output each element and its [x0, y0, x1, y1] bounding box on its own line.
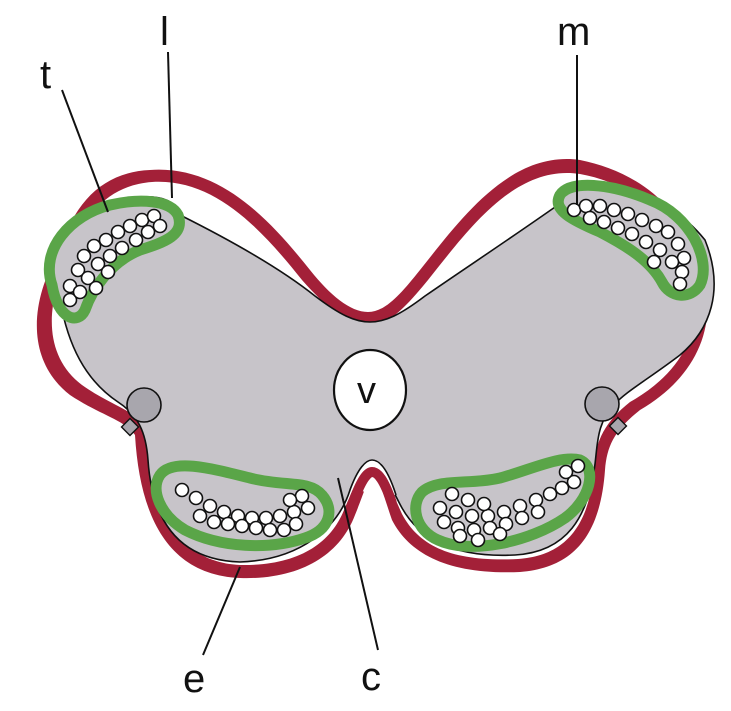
fiber-circle [434, 502, 447, 515]
fiber-circle [78, 250, 91, 263]
fiber-circle [446, 488, 459, 501]
fiber-circle [116, 242, 129, 255]
label-l: l [160, 10, 169, 54]
leader-line-t [62, 90, 108, 212]
fiber-circle [222, 518, 235, 531]
fiber-circle [676, 266, 689, 279]
fiber-circle [466, 510, 479, 523]
fiber-circle [288, 506, 301, 519]
fiber-circle [142, 226, 155, 239]
fiber-circle [612, 222, 625, 235]
fiber-circle [640, 236, 653, 249]
fiber-circle [208, 516, 221, 529]
fiber-circle [274, 510, 287, 523]
label-c: c [361, 655, 381, 699]
fiber-circle [74, 286, 87, 299]
fiber-circle [90, 282, 103, 295]
fiber-circle [482, 510, 495, 523]
fiber-circle [672, 238, 685, 251]
fiber-circle [648, 256, 661, 269]
fiber-circle [190, 492, 203, 505]
label-t: t [40, 53, 51, 97]
fiber-circle [154, 220, 167, 233]
label-v: v [357, 370, 376, 412]
fiber-circle [478, 498, 491, 511]
fiber-circle [498, 506, 511, 519]
fiber-circle [594, 200, 607, 213]
fiber-circle [236, 520, 249, 533]
fiber-circle [124, 220, 137, 233]
fiber-circle [654, 244, 667, 257]
fiber-circle [650, 220, 663, 233]
fiber-circle [608, 204, 621, 217]
fiber-circle [516, 512, 529, 525]
fiber-circle [302, 502, 315, 515]
label-m: m [557, 10, 590, 54]
fiber-circle [560, 466, 573, 479]
fiber-circle [568, 204, 581, 217]
fiber-circle [678, 252, 691, 265]
fiber-circle [530, 494, 543, 507]
fiber-circle [580, 200, 593, 213]
fiber-circle [278, 524, 291, 537]
fiber-circle [556, 482, 569, 495]
fiber-circle [194, 510, 207, 523]
fiber-circle [514, 500, 527, 513]
fiber-circle [296, 490, 309, 503]
fiber-circle [454, 530, 467, 543]
fiber-circle [666, 256, 679, 269]
fiber-circle [626, 228, 639, 241]
fiber-circle [112, 226, 125, 239]
fiber-circle [260, 512, 273, 525]
fiber-circle [532, 506, 545, 519]
fiber-circle [674, 278, 687, 291]
fiber-circle [662, 226, 675, 239]
fiber-circle [264, 524, 277, 537]
fiber-circle [622, 208, 635, 221]
fiber-circle [104, 250, 117, 263]
fiber-circle [100, 234, 113, 247]
fiber-circle [176, 484, 189, 497]
fiber-circle [450, 506, 463, 519]
fiber-circle [472, 534, 485, 547]
fiber-circle [88, 240, 101, 253]
fiber-circle [102, 266, 115, 279]
fiber-circle [204, 500, 217, 513]
fiber-circle [438, 516, 451, 529]
fiber-circle [218, 506, 231, 519]
fiber-circle [636, 214, 649, 227]
fiber-circle [572, 460, 585, 473]
fiber-circle [136, 214, 149, 227]
fiber-circle [130, 234, 143, 247]
fiber-circle [250, 522, 263, 535]
fiber-circle [544, 488, 557, 501]
label-e: e [183, 657, 205, 701]
fiber-circle [494, 528, 507, 541]
fiber-circle [462, 494, 475, 507]
fiber-circle [284, 494, 297, 507]
leader-line-e [203, 567, 240, 655]
fiber-circle [584, 212, 597, 225]
fiber-circle [290, 518, 303, 531]
fiber-circle [598, 216, 611, 229]
